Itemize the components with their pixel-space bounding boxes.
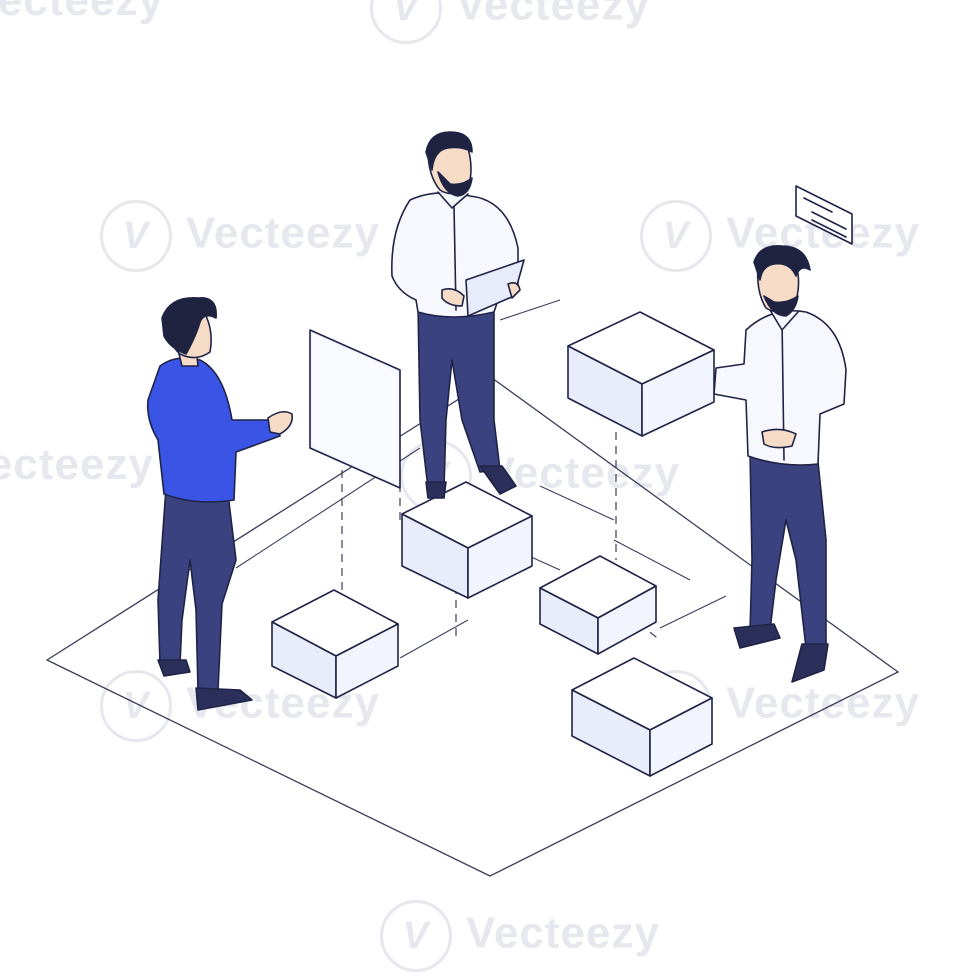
floor-plane bbox=[45, 377, 900, 877]
person-center-laptop bbox=[391, 131, 525, 499]
box-right bbox=[539, 555, 657, 655]
floating-panel bbox=[309, 329, 401, 489]
box-left bbox=[271, 589, 399, 699]
box-floating bbox=[567, 311, 715, 437]
card-icon bbox=[795, 185, 853, 245]
person-right-white-shirt bbox=[713, 245, 847, 683]
box-center bbox=[401, 481, 533, 599]
person-blue-shirt bbox=[146, 297, 294, 711]
box-front bbox=[571, 657, 713, 777]
